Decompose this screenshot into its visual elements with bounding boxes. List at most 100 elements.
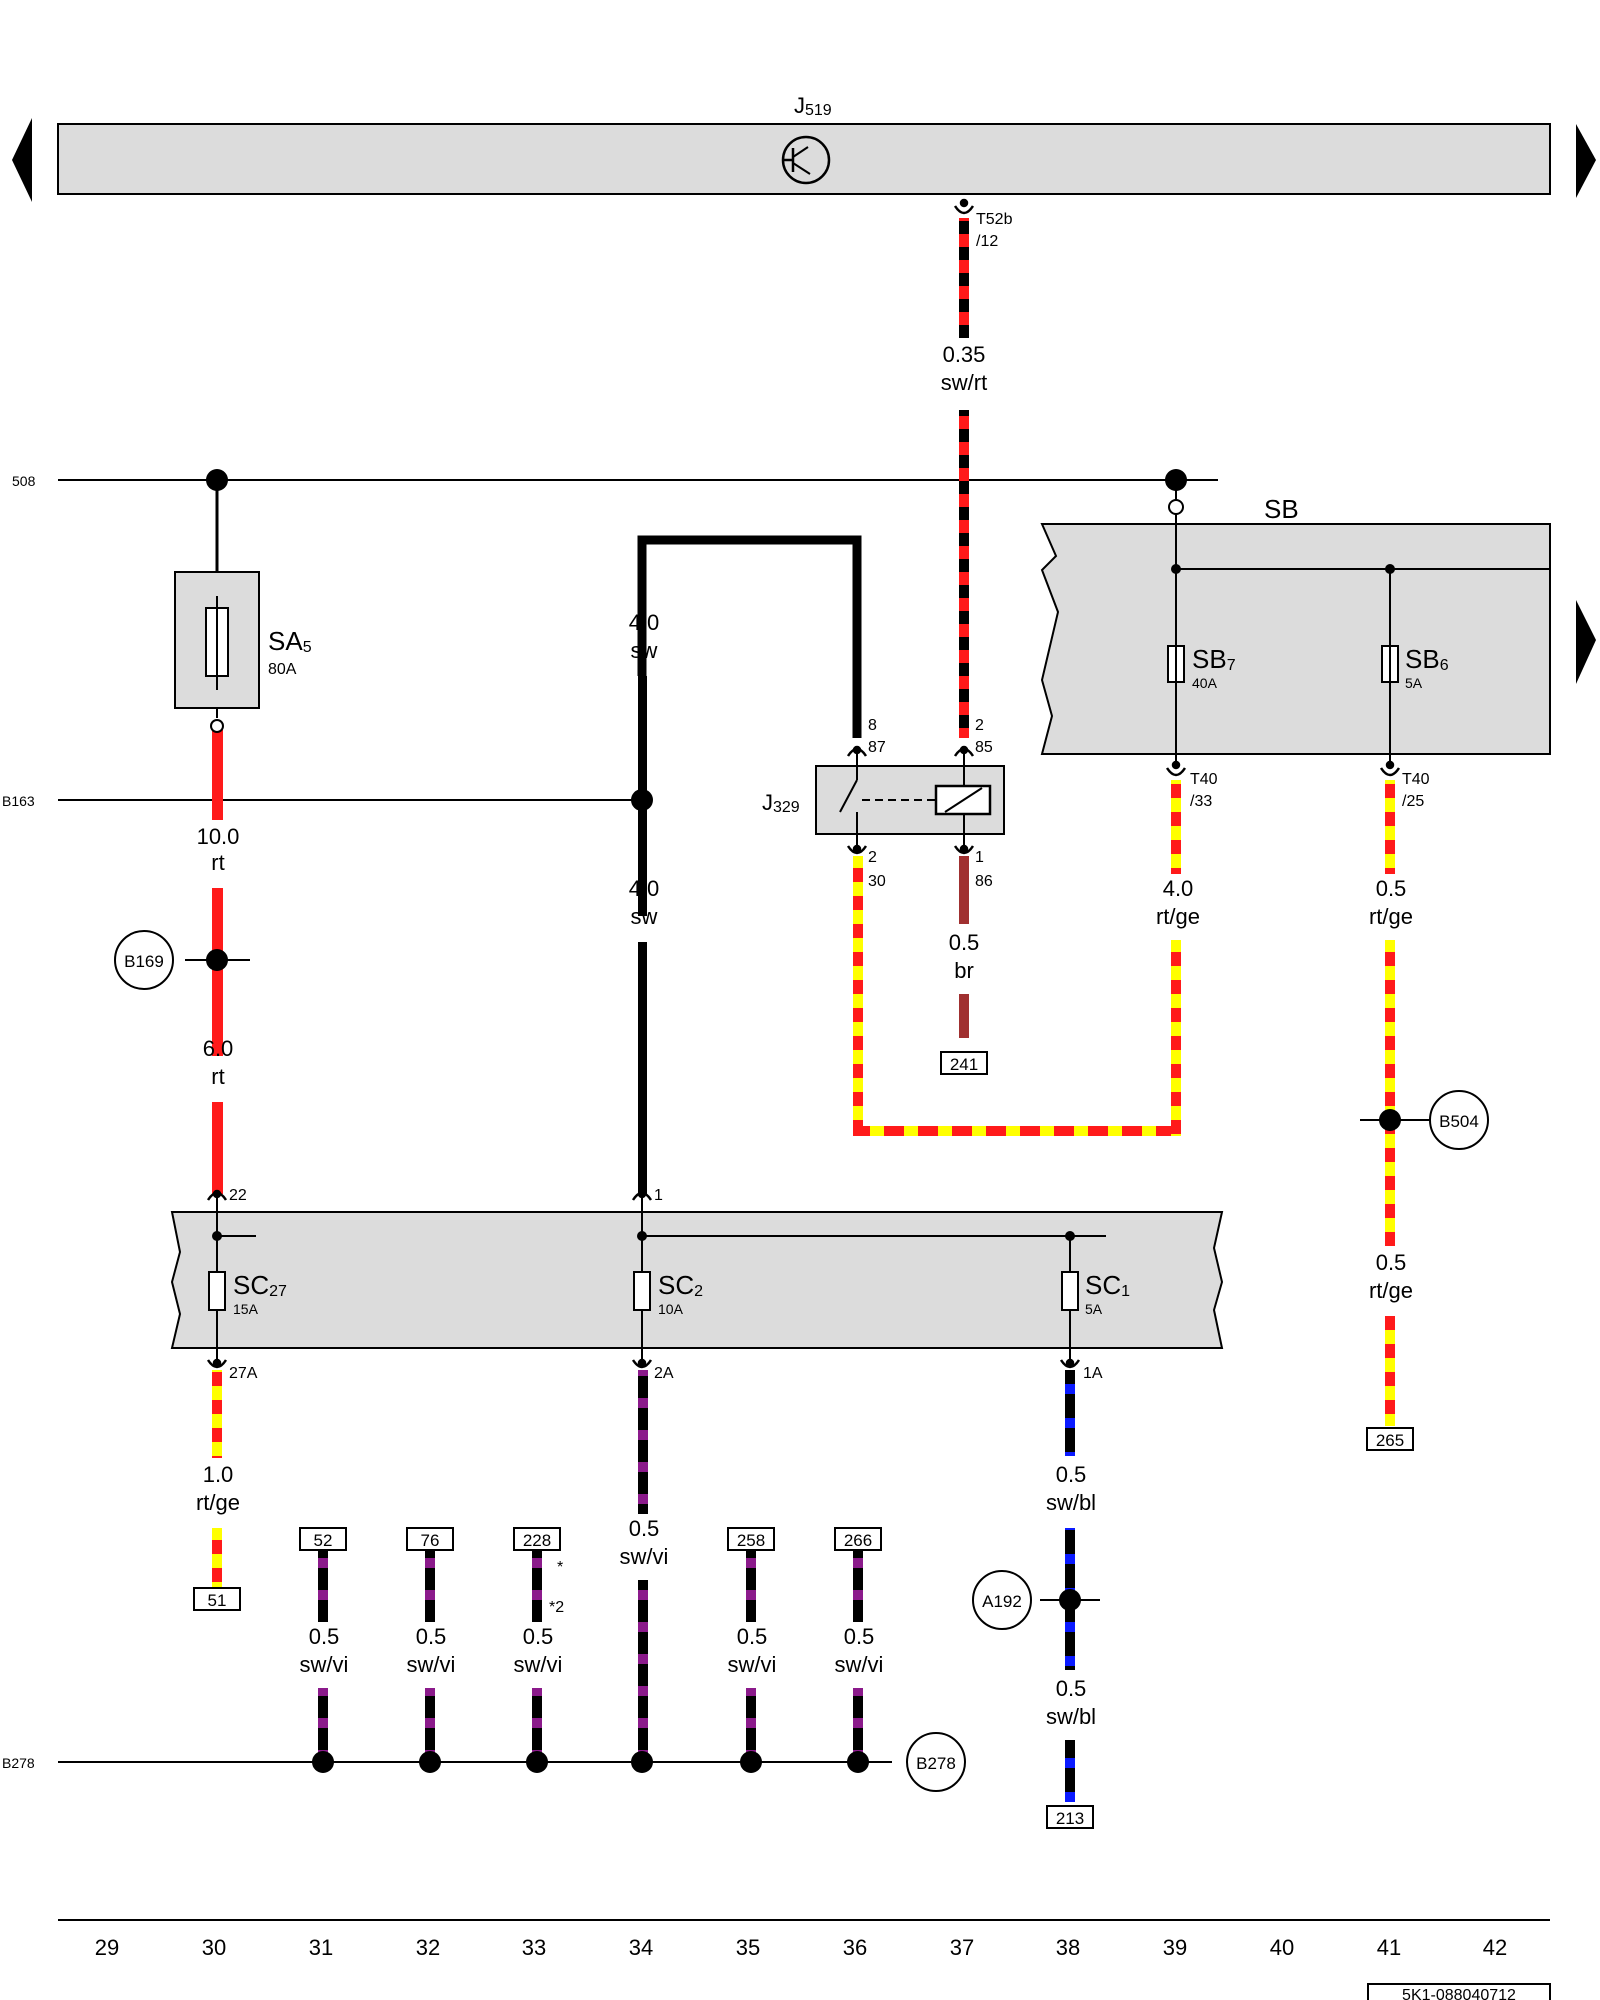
column-42: 42 (1483, 1935, 1507, 1960)
pin-t52b-12: /12 (976, 233, 998, 250)
wire-1-rtge-lower (212, 1528, 222, 1588)
svg-text:241: 241 (950, 1055, 978, 1074)
column-39: 39 (1163, 1935, 1187, 1960)
pin-labels: T52b /12 8 87 2 85 2 30 1 86 T40 /33 T40… (229, 211, 1430, 1382)
svg-text:sw/vi: sw/vi (728, 1652, 777, 1677)
pin-j329-87: 87 (868, 739, 886, 756)
svg-text:6.0: 6.0 (203, 1036, 234, 1061)
svg-text:sw/vi: sw/vi (407, 1652, 456, 1677)
svg-text:rt/ge: rt/ge (1369, 1278, 1413, 1303)
svg-text:0.5: 0.5 (1376, 1250, 1407, 1275)
ref-265[interactable]: 265 (1366, 1427, 1414, 1451)
column-35: 35 (736, 1935, 760, 1960)
svg-text:0.5: 0.5 (844, 1624, 875, 1649)
sc27-label: SC27 (233, 1270, 287, 1300)
ref-52[interactable]: 52 (299, 1527, 347, 1551)
column-40: 40 (1270, 1935, 1294, 1960)
wire-4-sw-upper (637, 535, 862, 738)
wire-sc1-swbl-upper (1065, 1370, 1075, 1456)
footer: 29 30 31 32 33 34 35 36 37 38 39 40 41 4… (58, 1919, 1551, 2000)
wire-rtge-loop-bottom (853, 1126, 1180, 1136)
pin-j329-2b: 2 (868, 849, 877, 866)
svg-text:0.5: 0.5 (737, 1624, 768, 1649)
svg-text:B169: B169 (124, 952, 164, 971)
svg-text:rt/ge: rt/ge (196, 1490, 240, 1515)
sb6-label: SB6 (1405, 644, 1449, 674)
svg-text:76: 76 (421, 1531, 440, 1550)
bus-508-label: 508 (12, 473, 36, 489)
pin-sc-2a: 2A (654, 1365, 674, 1382)
ref-266[interactable]: 266 (834, 1527, 882, 1551)
sb-fuse-holder: SB (1040, 494, 1596, 755)
relay-j329: J329 (762, 750, 1005, 848)
arrow-right-icon-2 (1576, 600, 1596, 684)
svg-text:4.0: 4.0 (629, 876, 660, 901)
svg-text:sw/vi: sw/vi (835, 1652, 884, 1677)
svg-text:265: 265 (1376, 1431, 1404, 1450)
fuse-sc1: SC1 5A (1061, 1270, 1130, 1317)
sc2-rating: 10A (658, 1301, 684, 1317)
pin-j329-85: 85 (975, 739, 993, 756)
ref-241[interactable]: 241 (940, 1051, 988, 1075)
pin-sc-22: 22 (229, 1187, 247, 1204)
column-30: 30 (202, 1935, 226, 1960)
footnote-star: * (557, 1559, 563, 1576)
sc2-label: SC2 (658, 1270, 703, 1300)
pin-t52b: T52b (976, 211, 1013, 228)
svg-text:0.5: 0.5 (1376, 876, 1407, 901)
splice-b504: B504 (1429, 1090, 1489, 1150)
ref-213[interactable]: 213 (1046, 1805, 1094, 1829)
svg-text:sw: sw (631, 904, 658, 929)
wire-6-rt-upper (212, 888, 223, 1056)
sa5-rating: 80A (268, 661, 297, 678)
branch-swvi-wires (318, 1550, 863, 1762)
pin-j329-86: 86 (975, 873, 993, 890)
wire-rtge-loop-left (853, 856, 863, 1136)
splice-b169: B169 (114, 930, 174, 990)
svg-text:rt: rt (211, 850, 224, 875)
ref-228[interactable]: 228 (513, 1527, 561, 1551)
j519-module: J519 (12, 93, 1596, 202)
wires (185, 218, 1550, 1802)
bus-b278-label: B278 (2, 1755, 35, 1771)
pin-j329-2a: 2 (975, 717, 984, 734)
wire-6-rt-lower (212, 1102, 223, 1194)
fuse-sb6: SB6 5A (1381, 640, 1449, 691)
pin-j329-30: 30 (868, 873, 886, 890)
column-37: 37 (950, 1935, 974, 1960)
svg-text:10.0: 10.0 (197, 824, 240, 849)
svg-text:0.5: 0.5 (949, 930, 980, 955)
svg-text:266: 266 (844, 1531, 872, 1550)
j329-label: J329 (762, 790, 800, 816)
svg-text:0.35: 0.35 (943, 342, 986, 367)
ref-76[interactable]: 76 (406, 1527, 454, 1551)
ref-51[interactable]: 51 (193, 1587, 241, 1611)
footnote-star2: *2 (549, 1599, 564, 1616)
sc1-label: SC1 (1085, 1270, 1130, 1300)
wire-sc2-swvi-upper (638, 1370, 648, 1514)
svg-text:4.0: 4.0 (629, 610, 660, 635)
doc-number: 5K1-088040712 (1402, 1987, 1516, 2000)
pin-sc-1: 1 (654, 1187, 663, 1204)
fuse-sa5: SA5 80A (174, 571, 312, 733)
junction-dots (206, 469, 1401, 1773)
svg-text:1.0: 1.0 (203, 1462, 234, 1487)
svg-text:sw/bl: sw/bl (1046, 1704, 1096, 1729)
sa5-label: SA5 (268, 626, 312, 656)
fuse-sb7: SB7 40A (1167, 640, 1236, 691)
svg-text:0.5: 0.5 (629, 1516, 660, 1541)
column-34: 34 (629, 1935, 653, 1960)
fuse-sc27: SC27 15A (208, 1270, 287, 1317)
wire-sb6-rtge-upper (1385, 780, 1395, 874)
pin-sc-1a: 1A (1083, 1365, 1103, 1382)
svg-text:0.5: 0.5 (1056, 1462, 1087, 1487)
j519-label: J519 (794, 93, 832, 119)
pin-sc-27a: 27A (229, 1365, 258, 1382)
svg-text:rt/ge: rt/ge (1156, 904, 1200, 929)
sc1-rating: 5A (1085, 1301, 1103, 1317)
wire-sb6-rtge-middle (1385, 940, 1395, 1246)
column-41: 41 (1377, 1935, 1401, 1960)
ref-258[interactable]: 258 (727, 1527, 775, 1551)
wire-4-rtge-lower (1171, 940, 1181, 1136)
